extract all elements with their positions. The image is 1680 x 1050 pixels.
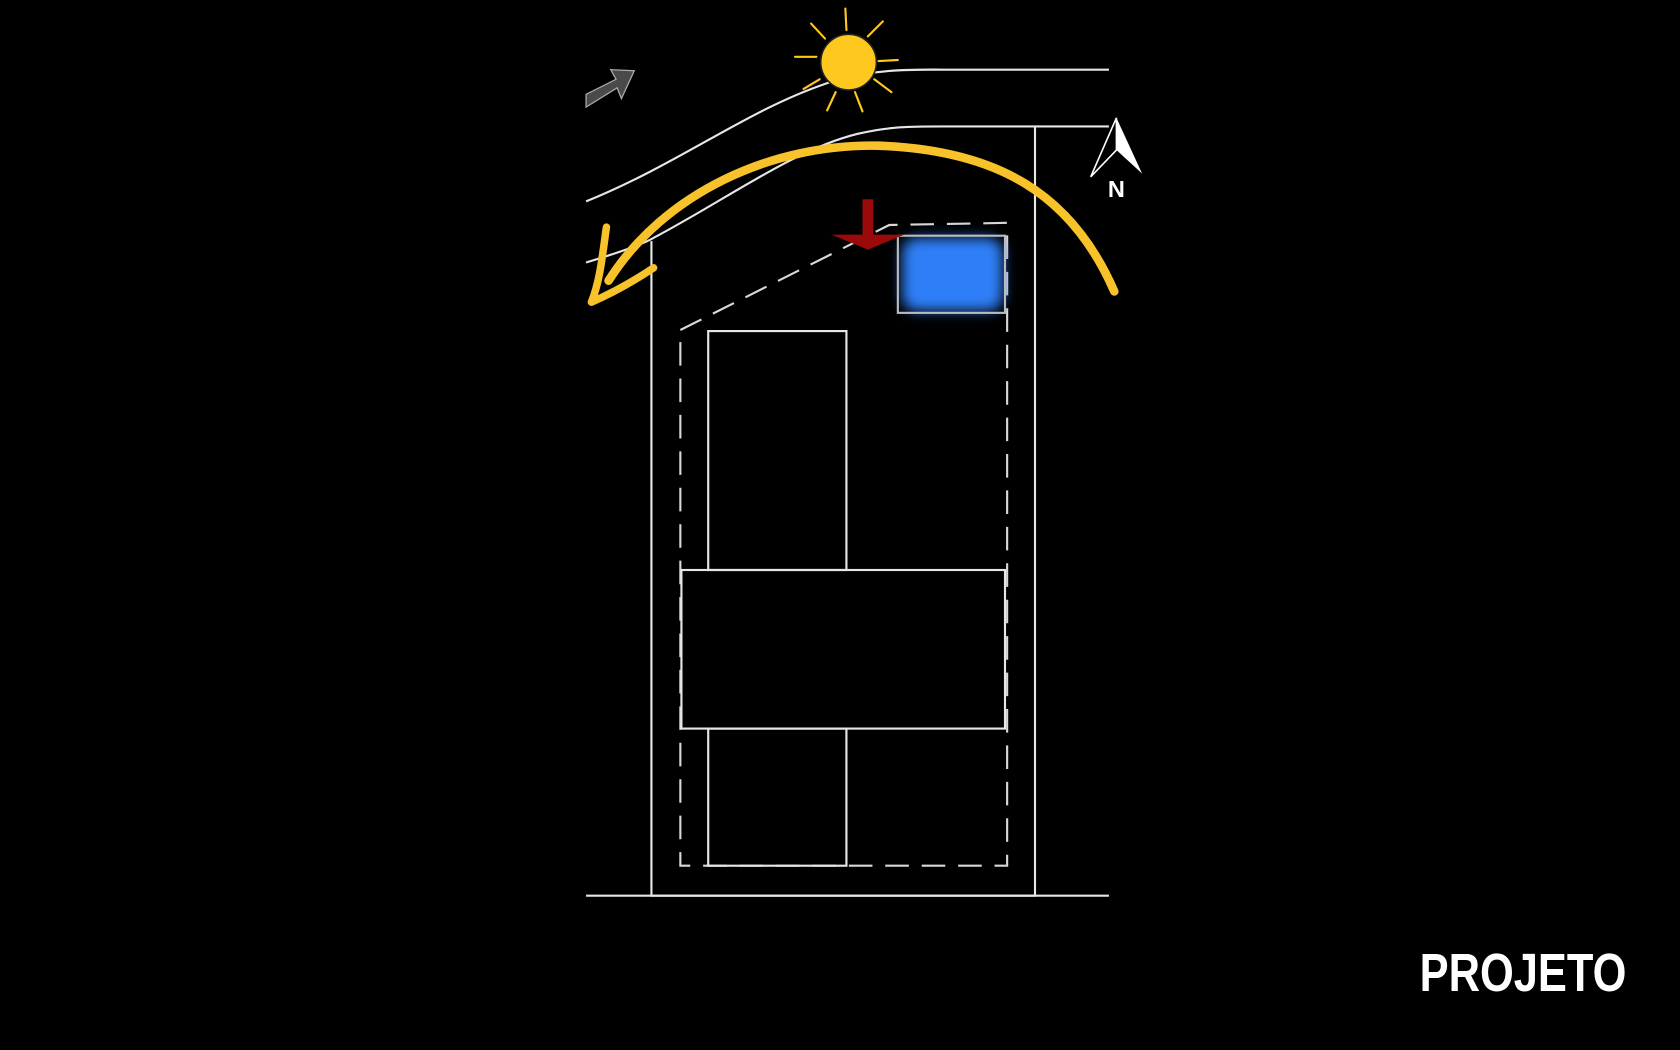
sun-icon [793, 7, 899, 113]
north-label: N [1108, 176, 1125, 202]
highlight-area-frame [896, 234, 1007, 314]
lot-boundary [650, 126, 1037, 897]
wind-arrow-icon [585, 68, 636, 109]
building-block-south [707, 727, 848, 867]
entry-arrow-icon [831, 199, 905, 250]
building-block-north [707, 330, 848, 572]
setback-line [679, 221, 1009, 867]
street-line-top [585, 68, 1109, 203]
building-block-middle [680, 568, 1007, 730]
sun-path-arrow [587, 141, 1119, 306]
project-title: PROJETO [1420, 944, 1627, 1003]
highlight-area [902, 237, 1003, 311]
